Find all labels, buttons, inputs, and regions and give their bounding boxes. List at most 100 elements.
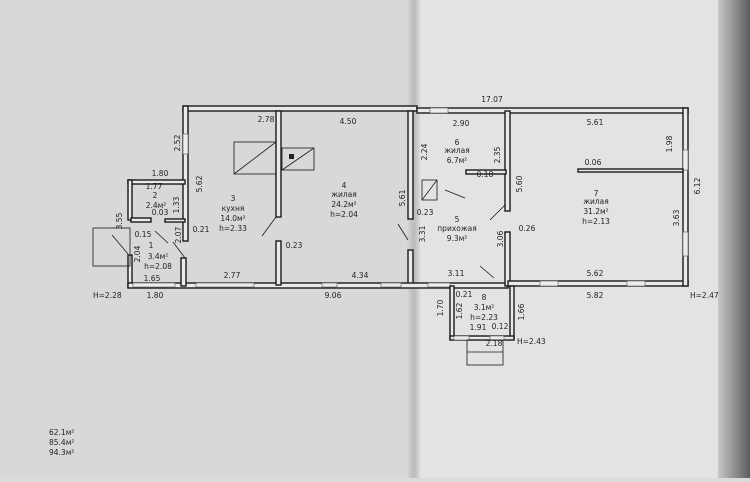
plan-label: h=2.08	[144, 262, 172, 271]
window	[380, 282, 402, 288]
plan-label: h=2.23	[470, 313, 498, 322]
plan-label: 1.77	[146, 182, 163, 191]
window	[132, 282, 176, 288]
wall-segment	[407, 249, 414, 287]
wall-segment	[180, 257, 187, 287]
wall-segment	[92, 227, 131, 267]
height-marks: H=2.28 H=2.47 H=2.43	[93, 291, 719, 346]
window	[626, 280, 646, 287]
door-swing	[111, 234, 129, 255]
plan-label: 9.3м²	[447, 234, 468, 243]
wall-segment	[465, 169, 507, 175]
window	[429, 107, 449, 114]
wall-segment	[164, 218, 186, 223]
plan-label: h=2.33	[219, 224, 247, 233]
plan-label: 3	[231, 194, 236, 203]
plan-label: 31.2м²	[583, 207, 608, 216]
wall-segment	[504, 231, 511, 287]
window	[195, 282, 255, 288]
door-swing	[479, 265, 495, 279]
plan-label: 1.33	[172, 196, 181, 213]
door-swing	[489, 204, 506, 221]
wall-segment	[289, 154, 294, 159]
plan-label: h=2.04	[330, 210, 358, 219]
plan-label: 5.60	[515, 175, 524, 192]
wall-segment	[182, 105, 189, 242]
window	[453, 335, 470, 341]
plan-label: 0.18	[477, 170, 494, 179]
wall-segment	[449, 285, 455, 340]
plan-label: 3.63	[672, 209, 681, 226]
plan-label: 62.1м²	[49, 428, 74, 437]
wall-segment	[233, 141, 277, 175]
plan-label: 2.90	[453, 119, 470, 128]
plan-label: H=2.28	[93, 291, 122, 300]
plan-label: 0.15	[135, 230, 152, 239]
wall-segment	[507, 280, 689, 287]
dimension-labels: 17.07 2.78 4.50 2.52 5.62 1.80 1.77 1.33…	[115, 95, 702, 348]
plan-label: 5	[455, 215, 460, 224]
plan-label: 3.06	[496, 230, 505, 247]
plan-label: 2.35	[493, 146, 502, 163]
plan-label: 4	[342, 181, 347, 190]
plan-label: 1.62	[455, 302, 464, 319]
plan-label: 4.34	[352, 271, 369, 280]
plan-label: 2	[153, 191, 158, 200]
plan-label: 1.98	[665, 135, 674, 152]
plan-label: 6.12	[693, 177, 702, 194]
wall-segment	[275, 110, 282, 218]
plan-label: 1.80	[147, 291, 164, 300]
window	[427, 282, 451, 288]
plan-label: 0.12	[492, 322, 509, 331]
plan-label: 1.80	[152, 169, 169, 178]
plan-label: 2.18	[486, 339, 503, 348]
plan-label: 3.55	[115, 212, 124, 229]
plan-label: 17.07	[481, 95, 503, 104]
left-page	[0, 0, 410, 478]
door-swing	[233, 141, 277, 175]
plan-label: 0.23	[417, 208, 434, 217]
plan-label: 5.61	[398, 189, 407, 206]
plan-label: 0.21	[456, 290, 473, 299]
plan-label: 3.31	[418, 225, 427, 242]
plan-label: 5.82	[587, 291, 604, 300]
plan-label: 2.52	[173, 134, 182, 151]
page-edge	[718, 0, 750, 478]
door-swing	[281, 147, 315, 171]
plan-label: 6	[455, 138, 460, 147]
window	[682, 231, 689, 257]
wall-segment	[281, 147, 315, 171]
plan-label: 2.4м²	[146, 201, 167, 210]
wall-segment	[466, 339, 504, 366]
plan-label: 4.50	[340, 117, 357, 126]
window	[682, 149, 689, 171]
wall-segment	[682, 107, 689, 287]
door-swing	[444, 189, 466, 199]
plan-label: 0.23	[286, 241, 303, 250]
door-swing	[261, 216, 277, 237]
plan-label: 0.21	[193, 225, 210, 234]
right-page	[420, 0, 720, 478]
wall-segment	[127, 179, 133, 221]
plan-label: жилая	[583, 197, 609, 206]
wall-segment	[577, 168, 684, 173]
plan-label: 1	[149, 241, 154, 250]
window	[182, 133, 189, 155]
area-totals: 62.1м² 85.4м² 94.3м²	[49, 428, 74, 457]
plan-label: 3.4м²	[148, 252, 169, 261]
door-swing	[172, 241, 186, 259]
plan-label: 5.62	[195, 175, 204, 192]
plan-label: H=2.47	[690, 291, 719, 300]
plan-label: 24.2м²	[331, 200, 356, 209]
door-swing	[421, 179, 438, 201]
plan-label: 2.07	[174, 226, 183, 243]
